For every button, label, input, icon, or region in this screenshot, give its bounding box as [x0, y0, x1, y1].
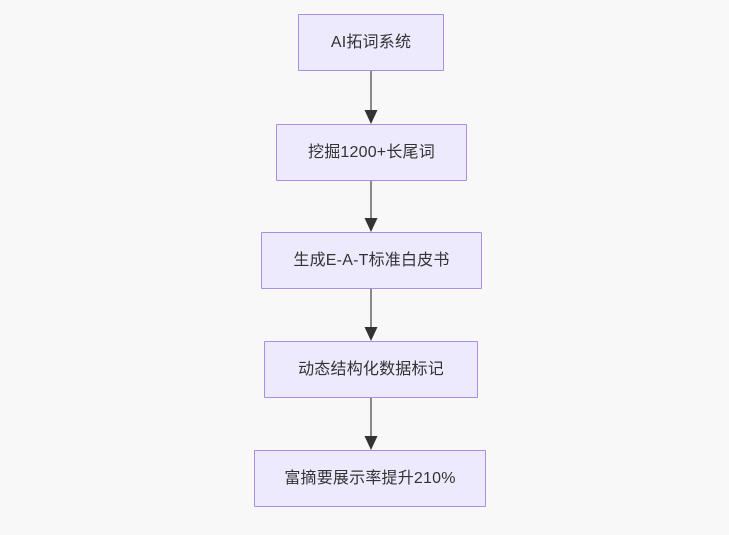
flowchart-node-dynamic-structured-data-markup[interactable]: 动态结构化数据标记: [264, 341, 478, 398]
flowchart-node-generate-eat-whitepaper[interactable]: 生成E-A-T标准白皮书: [261, 232, 482, 289]
flowchart-node-ai-keyword-system[interactable]: AI拓词系统: [298, 14, 444, 71]
node-label: 挖掘1200+长尾词: [308, 143, 435, 161]
edge-node1-to-node2: [364, 71, 378, 124]
node-label: 动态结构化数据标记: [298, 360, 444, 378]
node-label: AI拓词系统: [330, 33, 412, 51]
node-label: 生成E-A-T标准白皮书: [293, 251, 450, 269]
flowchart-node-rich-snippet-rate-increase[interactable]: 富摘要展示率提升210%: [254, 450, 486, 507]
flowchart-node-mine-longtail-keywords[interactable]: 挖掘1200+长尾词: [276, 124, 467, 181]
edge-node2-to-node3: [364, 181, 378, 232]
node-label: 富摘要展示率提升210%: [284, 469, 456, 487]
edge-node4-to-node5: [364, 398, 378, 450]
edge-node3-to-node4: [364, 289, 378, 341]
